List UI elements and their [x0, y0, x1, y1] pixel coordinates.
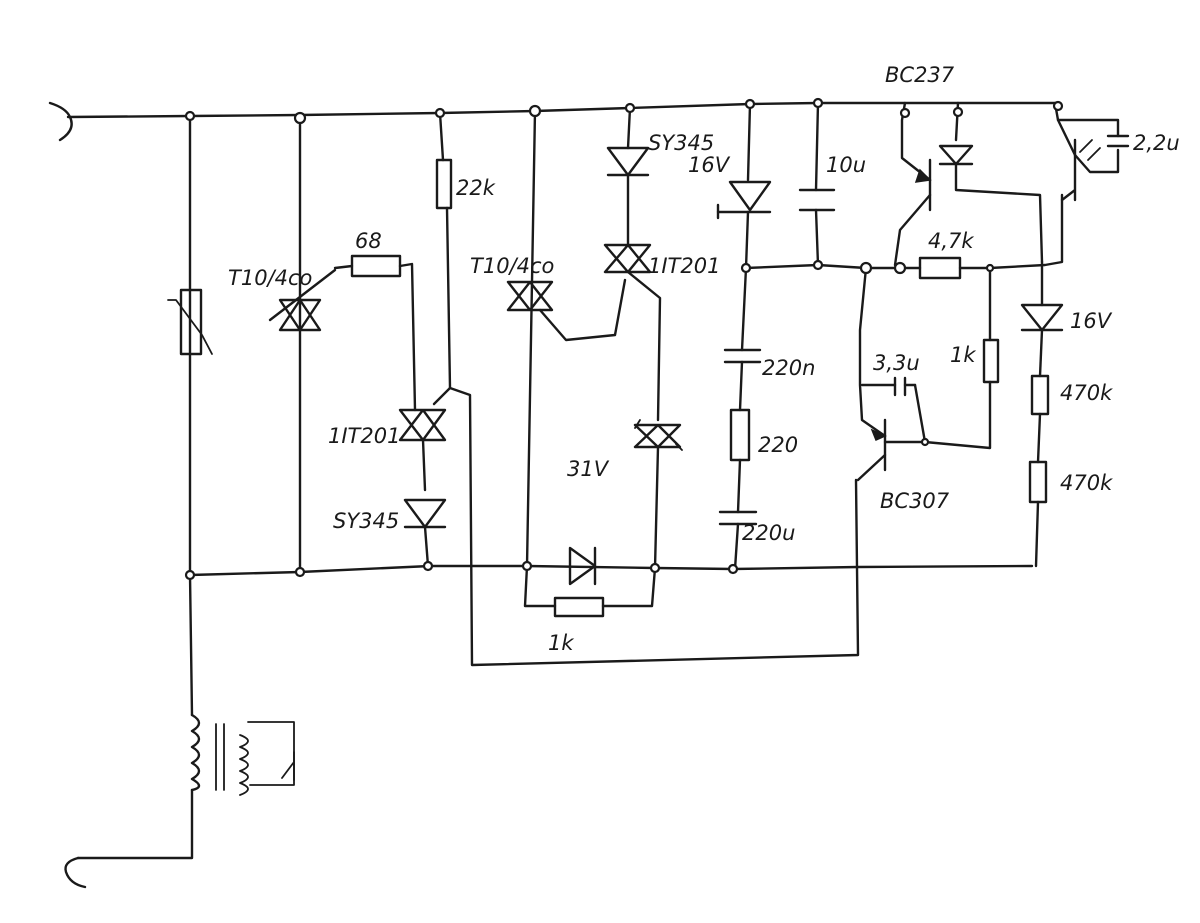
label-diode-sy345-top: SY345 — [648, 131, 714, 155]
resistor-1k-right — [923, 266, 1000, 450]
label-diac1: 1IT201 — [328, 424, 400, 448]
diac-1 — [398, 386, 452, 492]
label-c33u: 3,3u — [873, 351, 920, 375]
label-zener31: 31V — [567, 457, 610, 481]
triac-1 — [268, 113, 337, 574]
bottom-return-wire — [76, 788, 194, 860]
capacitor-3u3 — [860, 376, 917, 397]
top-rail — [66, 101, 1057, 119]
label-c220u: 220u — [742, 521, 795, 545]
zener-31v — [633, 419, 683, 570]
zener-16v-top — [716, 102, 772, 270]
label-q-bc307: BC307 — [880, 489, 950, 513]
resistor-470k-a — [1030, 374, 1050, 464]
resistor-220 — [729, 408, 751, 514]
resistor-470k-b — [1028, 460, 1048, 568]
capacitor-220n — [723, 266, 762, 412]
label-c220n: 220n — [762, 356, 815, 380]
diode-sy345-left — [403, 498, 447, 568]
zener-16v-right — [1020, 260, 1064, 378]
junction-nodes — [184, 97, 1064, 581]
label-diode-sy345-left: SY345 — [333, 509, 399, 533]
resistor-68 — [333, 254, 417, 412]
resistor-22k — [435, 111, 453, 390]
mains-connector-bottom — [64, 856, 87, 889]
coupling-transformer — [190, 713, 295, 796]
diode-bottom — [568, 546, 597, 586]
label-r68: 68 — [355, 229, 382, 253]
capacitor-10u — [798, 101, 836, 267]
label-r1k-bottom: 1k — [548, 631, 574, 655]
label-triac1: T10/4co — [228, 266, 312, 290]
middle-rail — [188, 564, 1034, 577]
resistor-4k7 — [898, 193, 1064, 280]
left-vertical-rail — [188, 114, 194, 717]
mains-connector-top — [48, 101, 73, 142]
label-c10u: 10u — [826, 153, 866, 177]
label-c22u: 2,2u — [1133, 131, 1180, 155]
phototransistor — [1053, 101, 1130, 202]
varistor — [167, 288, 213, 356]
label-zener16-right: 16V — [1070, 309, 1113, 333]
label-r470k-a: 470k — [1060, 381, 1113, 405]
diac-2 — [603, 243, 662, 422]
label-r22k: 22k — [456, 176, 496, 200]
label-r47k: 4,7k — [928, 229, 974, 253]
label-zener16-top: 16V — [688, 153, 731, 177]
label-r1k-right: 1k — [950, 343, 976, 367]
label-r220: 220 — [758, 433, 798, 457]
diode-sy345-top — [606, 106, 650, 247]
label-diac2: 1IT201 — [648, 254, 720, 278]
resistor-1k-bottom — [523, 564, 657, 618]
label-triac2: T10/4co — [470, 254, 554, 278]
triac-2 — [506, 109, 627, 568]
control-rail — [744, 263, 902, 270]
label-r470k-b: 470k — [1060, 471, 1113, 495]
label-q-bc237: BC237 — [885, 63, 955, 87]
feedback-wire — [448, 386, 860, 667]
capacitor-220u — [718, 510, 758, 571]
